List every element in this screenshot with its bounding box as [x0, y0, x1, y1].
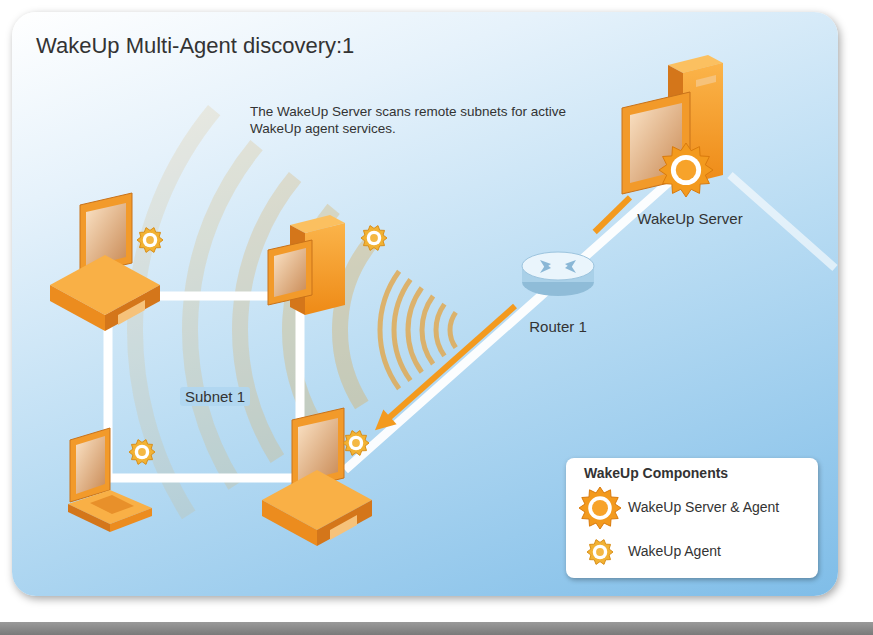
device-node: Subnet 1 [55, 205, 375, 545]
node-label: Router 1 [529, 318, 587, 335]
drive-slot [330, 515, 357, 540]
legend-label: WakeUp Agent [628, 543, 721, 559]
bottom-strip [0, 622, 873, 635]
monitor-screen [274, 248, 306, 297]
network-cable [730, 175, 835, 268]
device-node: WakeUp Server [630, 55, 750, 230]
signal-wave [240, 177, 295, 459]
legend-icon-part [587, 540, 613, 565]
signal-wave [135, 110, 214, 515]
signal-wave [450, 312, 456, 347]
agent-icon [143, 233, 158, 248]
desktop-base [317, 500, 372, 546]
connector-line [595, 197, 630, 232]
signal-wave [190, 145, 257, 485]
signal-wave [422, 296, 433, 364]
legend-icon [578, 530, 622, 574]
agent-icon [352, 439, 360, 447]
desktop-base [50, 285, 105, 331]
connector-line [388, 306, 515, 418]
desktop-base [105, 285, 160, 331]
diagram-title: WakeUp Multi-Agent discovery:1 [36, 33, 354, 59]
router-top [522, 252, 594, 280]
keyboard [90, 495, 134, 514]
legend-heading: WakeUp Components [584, 465, 728, 481]
signal-wave [380, 271, 399, 389]
legend-icon-part [579, 487, 621, 529]
legend-icon-part [596, 548, 604, 556]
connector [375, 306, 515, 430]
legend-label: WakeUp Server & Agent [628, 499, 779, 515]
agent-icon [146, 236, 154, 244]
router-arrow [565, 264, 576, 273]
agent-icon [138, 448, 146, 456]
legend-icon [578, 486, 622, 530]
laptop-screen [76, 436, 105, 494]
legend-box: WakeUp ComponentsWakeUp Server & AgentWa… [566, 458, 818, 578]
signal-wave [408, 288, 422, 373]
legend-icon-part [588, 496, 612, 520]
desktop-base [262, 500, 317, 546]
signal-wave [436, 304, 444, 356]
subnet-cable [108, 296, 300, 478]
agent-icon [370, 234, 378, 242]
network-cable [345, 150, 705, 470]
agent-icon [361, 226, 387, 251]
device-node: Router 1 [515, 232, 601, 338]
router-arrow [540, 264, 551, 273]
agent-icon [129, 440, 155, 465]
drive-slot [118, 300, 145, 325]
server-icon [671, 155, 701, 185]
description-note: The WakeUp Server scans remote subnets f… [250, 103, 570, 137]
signal-wave [394, 279, 410, 380]
agent-icon [349, 436, 364, 451]
drive-slot [696, 75, 716, 87]
legend-icon-part [592, 500, 608, 516]
laptop-lid [70, 428, 110, 502]
agent-icon [343, 431, 369, 456]
node-label: WakeUp Server [637, 210, 742, 227]
connector [595, 197, 630, 232]
agent-icon [135, 445, 150, 460]
agent-icon [367, 231, 382, 246]
legend-icon-part [593, 545, 608, 560]
server-icon [659, 143, 713, 197]
server-icon [676, 160, 697, 181]
agent-icon [137, 228, 163, 253]
monitor [268, 240, 312, 305]
node-label: Subnet 1 [180, 387, 250, 406]
